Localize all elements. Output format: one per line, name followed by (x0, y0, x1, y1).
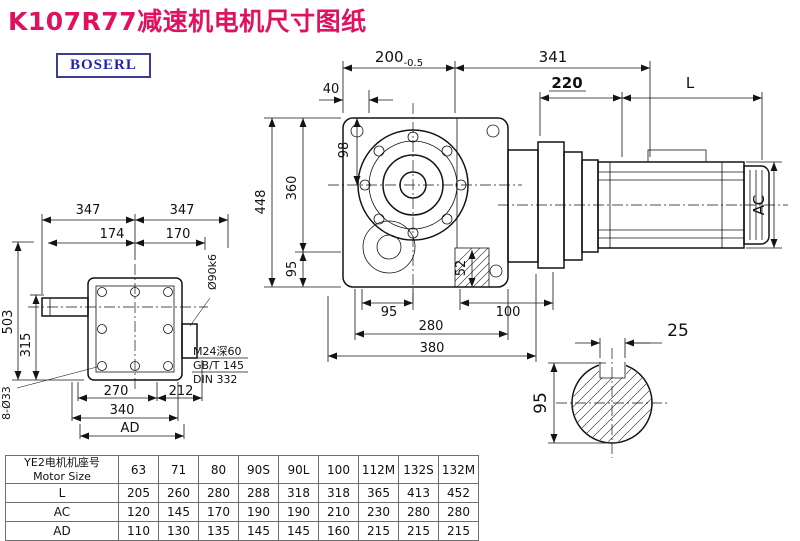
dim-347-b-label: 347 (170, 203, 195, 218)
table-row-AC: AC 120 145 170 190 190 210 230 280 280 (5, 502, 479, 522)
note-gbt145-label: GB/T 145 (193, 359, 244, 372)
shaft-section: 25 95 (531, 321, 689, 458)
table-cell: 210 (318, 502, 359, 522)
table-cell: 215 (398, 521, 439, 541)
table-cell: 145 (238, 521, 279, 541)
dim-52-label: 52 (454, 260, 469, 277)
column-header-motor-size: YE2电机机座号 Motor Size (5, 455, 119, 484)
dim-174-label: 174 (100, 227, 125, 242)
note-din332-label: DIN 332 (193, 373, 237, 386)
dim-95-section-label: 95 (531, 392, 551, 414)
table-cell: 110 (118, 521, 159, 541)
table-cell: 215 (358, 521, 399, 541)
table-cell: 280 (398, 502, 439, 522)
table-cell: 318 (278, 483, 319, 503)
table-cell: 288 (238, 483, 279, 503)
table-cell: 130 (158, 521, 199, 541)
motor-dimension-table: YE2电机机座号 Motor Size 63 71 80 90S 90L 100… (5, 455, 479, 541)
dim-212-label: 212 (169, 384, 194, 399)
dim-AD-label: AD (121, 421, 140, 436)
motor-size-label-en: Motor Size (33, 469, 91, 483)
column-header: 80 (198, 455, 239, 484)
column-header: 90L (278, 455, 319, 484)
output-shaft-hatch (455, 248, 489, 287)
dim-40-label: 40 (323, 82, 340, 97)
table-cell: 145 (158, 502, 199, 522)
dim-L-label: L (686, 74, 695, 92)
column-header: 100 (318, 455, 359, 484)
row-label: L (5, 483, 119, 503)
page-title: K107R77减速机电机尺寸图纸 (8, 7, 367, 36)
brand-logo: BOSERL (56, 53, 151, 78)
dim-25-label: 25 (667, 321, 689, 341)
table-cell: 452 (438, 483, 479, 503)
dim-503-label: 503 (1, 310, 16, 335)
dim-8xphi33-label: 8-Ø33 (0, 386, 13, 420)
dim-448-label: 448 (254, 190, 269, 215)
dim-315-label: 315 (19, 333, 34, 358)
keyway (599, 358, 626, 378)
table-cell: 205 (118, 483, 159, 503)
side-view (28, 264, 208, 392)
dim-280-label: 280 (419, 319, 444, 334)
dim-95-left-label: 95 (285, 261, 300, 278)
table-cell: 365 (358, 483, 399, 503)
dim-380-label: 380 (420, 341, 445, 356)
table-cell: 318 (318, 483, 359, 503)
table-cell: 260 (158, 483, 199, 503)
table-cell: 190 (238, 502, 279, 522)
table-cell: 170 (198, 502, 239, 522)
bottom-bore-circle (362, 220, 416, 274)
column-header: 132S (398, 455, 439, 484)
output-boss (181, 323, 198, 359)
table-row-AD: AD 110 130 135 145 145 160 215 215 215 (5, 521, 479, 541)
dim-347-a-label: 347 (76, 203, 101, 218)
column-header: 132M (438, 455, 479, 484)
table-cell: 413 (398, 483, 439, 503)
table-cell: 145 (278, 521, 319, 541)
front-view (328, 103, 788, 302)
column-header: 71 (158, 455, 199, 484)
dim-98-label: 98 (337, 142, 352, 159)
dim-95-bottom-label: 95 (381, 305, 398, 320)
table-cell: 215 (438, 521, 479, 541)
column-header: 112M (358, 455, 399, 484)
terminal-box (647, 149, 707, 163)
row-label: AD (5, 521, 119, 541)
motor-size-label-cn: YE2电机机座号 (24, 456, 100, 470)
note-m24-label: M24深60 (193, 345, 242, 358)
dim-phi90k6-label: Ø90k6 (206, 254, 219, 290)
table-cell: 280 (198, 483, 239, 503)
table-cell: 160 (318, 521, 359, 541)
table-cell: 135 (198, 521, 239, 541)
dim-341-label: 341 (539, 48, 568, 66)
dim-200-label: 200-0.5 (375, 48, 423, 69)
table-header-row: YE2电机机座号 Motor Size 63 71 80 90S 90L 100… (5, 455, 479, 484)
row-label: AC (5, 502, 119, 522)
column-header: 63 (118, 455, 159, 484)
column-header: 90S (238, 455, 279, 484)
fan-cover (743, 165, 770, 245)
front-view-dimensions: 200-0.5 341 40 220 L 448 360 95 98 52 (254, 48, 782, 362)
table-row-L: L 205 260 280 288 318 318 365 413 452 (5, 483, 479, 503)
table-cell: 120 (118, 502, 159, 522)
dim-360-label: 360 (285, 176, 300, 201)
input-adapter (507, 149, 539, 263)
table-cell: 280 (438, 502, 479, 522)
table-cell: 230 (358, 502, 399, 522)
table-cell: 190 (278, 502, 319, 522)
dim-340-label: 340 (110, 403, 135, 418)
side-view-dimensions: 347 347 174 170 503 315 8-Ø33 Ø90k6 M24深… (0, 203, 248, 440)
dim-220-label: 220 (551, 74, 582, 92)
dim-AC-label: AC (750, 195, 768, 215)
dim-170-label: 170 (166, 227, 191, 242)
dim-270-label: 270 (104, 384, 129, 399)
